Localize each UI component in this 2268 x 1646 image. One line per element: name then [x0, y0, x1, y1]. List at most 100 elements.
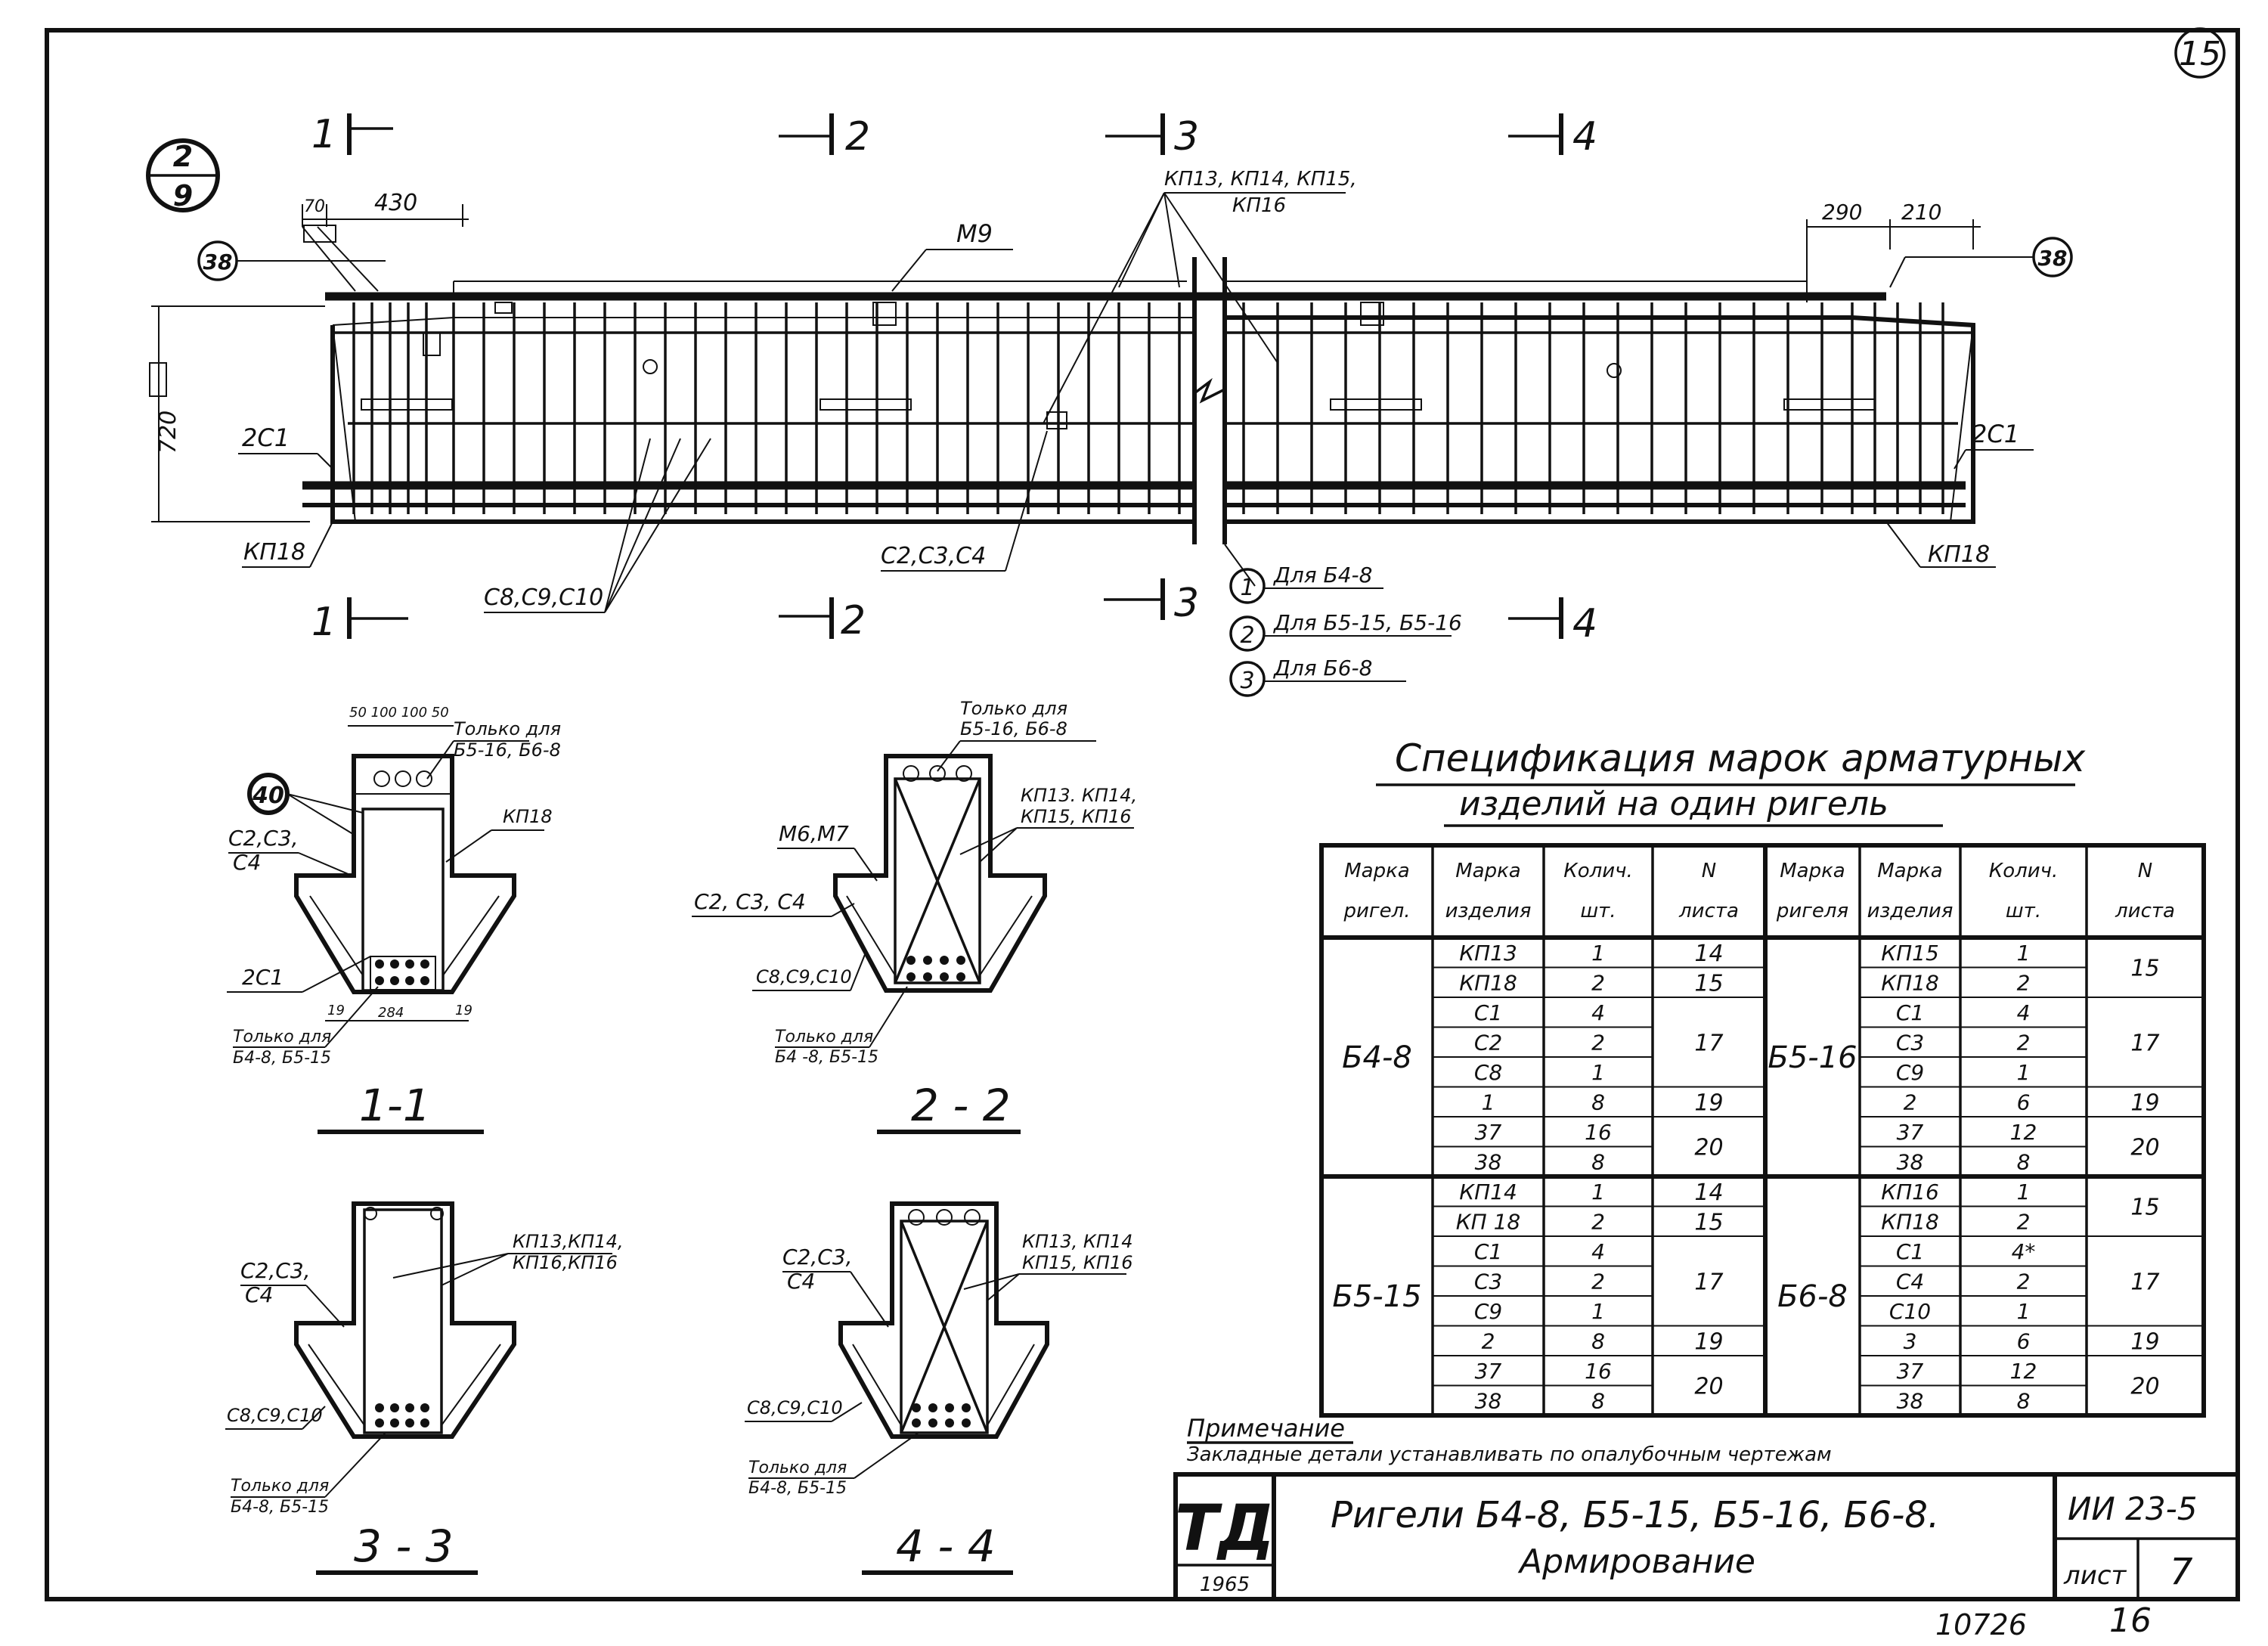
s44-c2c3-1: С2,С3, [782, 1245, 853, 1269]
rebar-dot [405, 976, 414, 985]
s11-dim284: 284 [378, 1005, 404, 1021]
s11-c2c3-1: С2,С3, [228, 826, 299, 851]
spec-qty: 1 [2017, 1060, 2031, 1085]
rebar-dot [940, 956, 949, 965]
embedded-plates [361, 302, 1876, 429]
rebar-dot [962, 1418, 971, 1427]
spec-header: ригел. [1343, 900, 1411, 922]
cut-mark-4-top: 4 [1508, 113, 1597, 160]
spec-sheet: 20 [1694, 1374, 1723, 1400]
cut-mark-label: 3 [1174, 581, 1199, 626]
spec-header: изделия [1445, 900, 1532, 922]
label-c8c9c10: С8,С9,С10 [484, 584, 603, 611]
s22-only-top-1: Только для [960, 698, 1067, 719]
spec-header: ригеля [1776, 900, 1848, 922]
title-block: ТД 1965 Ригели Б4-8, Б5-15, Б5-16, Б6-8.… [1173, 1472, 2240, 1601]
callout-c2c3c4: С2,С3,С4 [881, 430, 1048, 572]
spec-qty: 2 [2017, 1031, 2031, 1055]
rebar-dot [375, 1418, 384, 1427]
section-3-3: С2,С3, С4 КП13,КП14, КП16,КП16 С8,С9,С10… [225, 1201, 624, 1575]
spec-sheet: 15 [2130, 1195, 2159, 1221]
variant-legend: 1 Для Б4-8 2 Для Б5-15, Б5-16 3 Для Б6-8 [1224, 544, 1462, 697]
spec-sheet: 19 [1694, 1090, 1723, 1116]
spec-item: С1 [1896, 1000, 1924, 1025]
s11-2c1: 2С1 [242, 965, 284, 990]
spec-rigel-mark: Б5-16 [1768, 1040, 1857, 1075]
spec-qty: 16 [1585, 1120, 1612, 1145]
spec-item: С10 [1889, 1299, 1931, 1324]
beam-elevation: 2 9 1 1 2 2 3 [146, 112, 2073, 697]
cut-mark-3-bottom: 3 [1104, 578, 1199, 626]
s33-kp-1: КП13,КП14, [513, 1231, 624, 1252]
spec-rigel-mark: Б6-8 [1777, 1279, 1848, 1314]
spec-qty: 6 [2017, 1090, 2031, 1115]
spec-header: шт. [2006, 900, 2041, 922]
s33-title: 3 - 3 [354, 1520, 454, 1572]
callout-m9: M9 [891, 219, 1013, 292]
spec-qty: 1 [2017, 941, 2031, 966]
callout-kp-group: КП13, КП14, КП15, КП16 [1043, 168, 1357, 424]
rebar-dot [912, 1403, 921, 1412]
variant-num: 1 [1240, 575, 1254, 601]
s22-title: 2 - 2 [911, 1080, 1011, 1131]
spec-item: КП14 [1459, 1179, 1517, 1204]
callout-kp18-left: КП18 [242, 521, 333, 568]
spec-qty: 4 [1591, 1000, 1605, 1025]
spec-item: 2 [1904, 1090, 1917, 1115]
s11-dim19b: 19 [455, 1003, 472, 1018]
detail-ref-top: 2 [173, 140, 193, 173]
spec-qty: 4 [2017, 1000, 2031, 1025]
spec-qty: 8 [1591, 1090, 1605, 1115]
s22-kp-2: КП15, КП16 [1021, 806, 1132, 827]
spec-item: КП16 [1881, 1179, 1939, 1204]
spec-item: С1 [1896, 1239, 1924, 1264]
spec-qty: 2 [2017, 1269, 2031, 1294]
rebar-dot [405, 959, 414, 969]
spec-sheet: 17 [2130, 1030, 2159, 1056]
spec-item: С8 [1474, 1060, 1502, 1085]
spec-sheet: 19 [2130, 1328, 2159, 1355]
titleblock-year: 1965 [1200, 1573, 1250, 1596]
spec-sheet: 15 [1694, 970, 1723, 997]
cut-mark-3-top: 3 [1105, 113, 1199, 160]
callout-2c1-right: 2С1 [1954, 420, 2034, 470]
label-c2c3c4: С2,С3,С4 [881, 543, 986, 569]
rebar-dot [375, 959, 384, 969]
spec-header: Колич. [1563, 860, 1633, 882]
s22-only-top-2: Б5-16, Б6-8 [960, 718, 1067, 739]
variant-3: 3 Для Б6-8 [1229, 656, 1406, 697]
cut-mark-label: 2 [845, 114, 870, 160]
spec-title-1: Спецификация марок арматурных [1395, 736, 2086, 780]
s44-c2c3-2: С4 [787, 1269, 815, 1294]
spec-table: Маркаригел.МаркаизделияКолич.шт.NлистаМа… [1319, 843, 2206, 1418]
spec-header: шт. [1580, 900, 1616, 922]
spec-qty: 2 [1591, 1031, 1605, 1055]
titleblock-sheet-num: 7 [2170, 1551, 2193, 1593]
titleblock-title-1: Ригели Б4-8, Б5-15, Б5-16, Б6-8. [1331, 1494, 1939, 1536]
spec-header: N [2138, 860, 2152, 882]
dim-430: 430 [374, 190, 417, 216]
variant-num: 2 [1240, 622, 1254, 649]
beam-outline [302, 257, 1975, 544]
rebar-dot [923, 956, 932, 965]
s44-only-bot-2: Б4-8, Б5-15 [748, 1479, 847, 1498]
spec-rigel-mark: Б5-15 [1332, 1279, 1421, 1314]
note-text: Закладные детали устанавливать по опалуб… [1187, 1443, 1832, 1466]
sheet-number-circle: 15 [2174, 27, 2226, 79]
label-kp18-right: КП18 [1928, 541, 1990, 568]
spec-header: Марка [1455, 860, 1521, 882]
spec-item: 38 [1475, 1389, 1502, 1414]
rebar-dot [945, 1403, 954, 1412]
spec-qty: 1 [1591, 1179, 1605, 1204]
spec-item: 38 [1897, 1389, 1924, 1414]
rebar-dot [405, 1418, 414, 1427]
cut-mark-2-bottom: 2 [779, 597, 866, 643]
ref38-right: 38 [2038, 246, 2068, 271]
s11-ref40: 40 [252, 783, 284, 809]
variant-2: 2 Для Б5-15, Б5-16 [1229, 610, 1462, 652]
s22-only-bot-1: Только для [775, 1028, 873, 1046]
spec-header: Колич. [1989, 860, 2059, 882]
rebar-dot [375, 976, 384, 985]
cut-mark-1-bottom: 1 [311, 597, 408, 645]
detail-ref-circle: 2 9 [146, 138, 220, 212]
